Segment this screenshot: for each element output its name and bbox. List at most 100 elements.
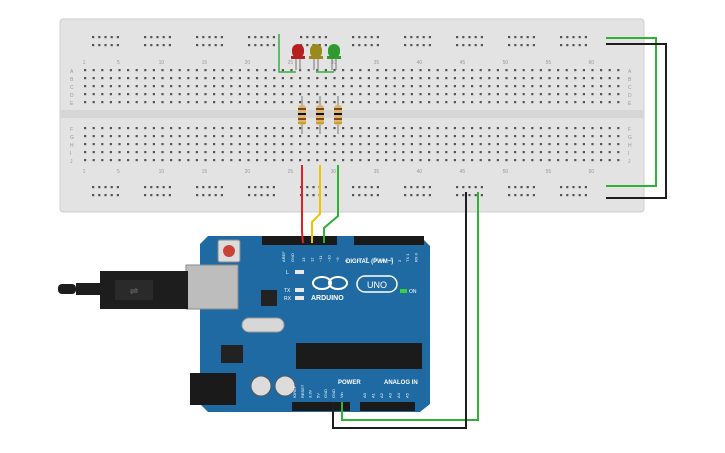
rail-hole[interactable] [480,36,483,39]
breadboard-hole[interactable] [273,101,276,104]
rail-hole[interactable] [318,44,321,47]
breadboard-hole[interactable] [281,135,284,138]
breadboard-hole[interactable] [410,77,413,80]
breadboard-hole[interactable] [84,77,87,80]
breadboard-hole[interactable] [462,159,465,162]
rail-hole[interactable] [480,44,483,47]
breadboard-hole[interactable] [84,101,87,104]
breadboard-hole[interactable] [367,85,370,88]
breadboard-hole[interactable] [256,135,259,138]
breadboard-hole[interactable] [84,143,87,146]
resistor[interactable] [298,96,306,134]
breadboard-hole[interactable] [299,77,302,80]
breadboard-hole[interactable] [273,127,276,130]
breadboard-hole[interactable] [161,151,164,154]
rail-hole[interactable] [428,36,431,39]
rail-hole[interactable] [410,186,413,189]
breadboard-hole[interactable] [152,85,155,88]
breadboard-hole[interactable] [410,69,413,72]
breadboard-hole[interactable] [290,143,293,146]
breadboard-hole[interactable] [195,93,198,96]
breadboard-hole[interactable] [402,143,405,146]
breadboard-hole[interactable] [92,69,95,72]
rail-hole[interactable] [150,36,153,39]
breadboard-hole[interactable] [281,143,284,146]
breadboard-hole[interactable] [419,143,422,146]
breadboard-hole[interactable] [548,159,551,162]
breadboard-hole[interactable] [161,85,164,88]
breadboard-hole[interactable] [84,159,87,162]
breadboard-hole[interactable] [393,159,396,162]
breadboard-hole[interactable] [488,85,491,88]
breadboard-hole[interactable] [299,93,302,96]
rail-hole[interactable] [572,44,575,47]
breadboard-hole[interactable] [101,151,104,154]
rail-hole[interactable] [480,186,483,189]
rail-hole[interactable] [404,36,407,39]
breadboard-hole[interactable] [505,69,508,72]
rail-hole[interactable] [468,194,471,197]
breadboard-hole[interactable] [144,151,147,154]
breadboard-hole[interactable] [505,77,508,80]
breadboard-hole[interactable] [565,135,568,138]
rail-hole[interactable] [104,194,107,197]
breadboard-hole[interactable] [84,127,87,130]
breadboard-hole[interactable] [238,77,241,80]
breadboard-hole[interactable] [462,127,465,130]
breadboard-hole[interactable] [557,93,560,96]
breadboard-hole[interactable] [359,85,362,88]
rail-hole[interactable] [422,194,425,197]
rail-hole[interactable] [376,186,379,189]
breadboard-hole[interactable] [393,143,396,146]
breadboard-hole[interactable] [127,143,130,146]
breadboard-hole[interactable] [531,151,534,154]
breadboard-hole[interactable] [539,127,542,130]
breadboard-hole[interactable] [264,143,267,146]
rail-hole[interactable] [364,186,367,189]
breadboard-hole[interactable] [350,159,353,162]
breadboard-hole[interactable] [350,77,353,80]
rail-hole[interactable] [318,36,321,39]
breadboard-hole[interactable] [238,127,241,130]
breadboard-hole[interactable] [385,101,388,104]
breadboard-hole[interactable] [393,77,396,80]
breadboard-hole[interactable] [92,143,95,146]
rail-hole[interactable] [584,194,587,197]
rail-hole[interactable] [306,44,309,47]
breadboard-hole[interactable] [608,85,611,88]
breadboard-hole[interactable] [273,143,276,146]
breadboard-hole[interactable] [273,69,276,72]
breadboard-hole[interactable] [565,127,568,130]
breadboard-hole[interactable] [565,93,568,96]
rail-hole[interactable] [578,186,581,189]
breadboard-hole[interactable] [307,151,310,154]
breadboard-hole[interactable] [359,135,362,138]
breadboard-hole[interactable] [574,101,577,104]
breadboard-hole[interactable] [600,77,603,80]
breadboard-hole[interactable] [617,151,620,154]
breadboard-hole[interactable] [376,101,379,104]
breadboard-hole[interactable] [479,77,482,80]
breadboard-hole[interactable] [316,101,319,104]
breadboard-hole[interactable] [514,135,517,138]
breadboard-hole[interactable] [213,101,216,104]
breadboard-hole[interactable] [247,127,250,130]
breadboard-hole[interactable] [195,151,198,154]
breadboard-hole[interactable] [453,159,456,162]
breadboard-hole[interactable] [410,85,413,88]
rail-hole[interactable] [370,194,373,197]
rail-hole[interactable] [254,194,257,197]
rail-hole[interactable] [560,186,563,189]
rail-hole[interactable] [578,194,581,197]
breadboard-hole[interactable] [152,69,155,72]
breadboard-hole[interactable] [161,159,164,162]
breadboard-hole[interactable] [574,127,577,130]
rail-hole[interactable] [214,44,217,47]
breadboard-hole[interactable] [221,127,224,130]
rail-hole[interactable] [116,44,119,47]
breadboard-hole[interactable] [213,77,216,80]
breadboard-hole[interactable] [230,127,233,130]
breadboard-hole[interactable] [531,101,534,104]
breadboard-hole[interactable] [600,135,603,138]
rail-hole[interactable] [520,44,523,47]
